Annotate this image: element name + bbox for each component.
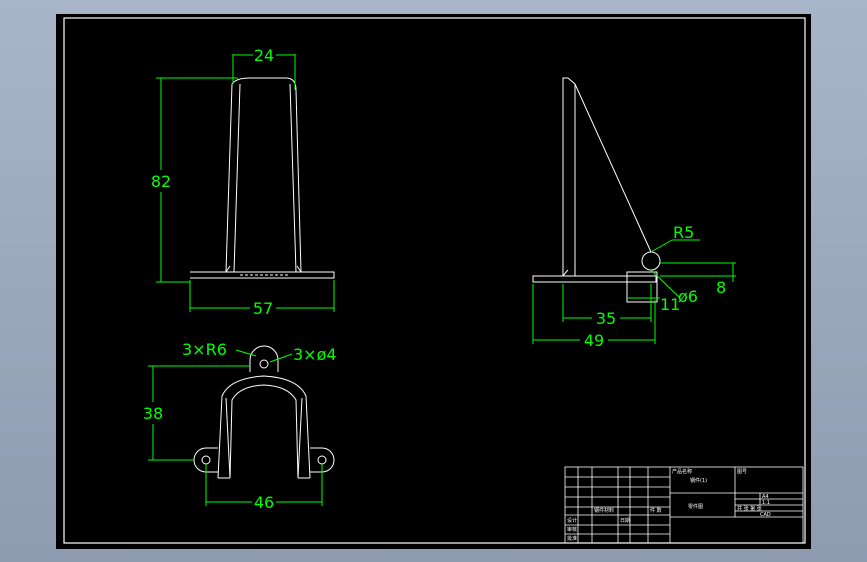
title-block-text: 产品名称 钢件(1) 图号 A4 1:1 共 张 第 张 CAD 零件图 钢件材… [567,468,771,542]
side-view-plate [562,77,576,277]
dim-side-radius: R5 [673,223,694,242]
front-view-base [190,271,335,279]
dim-top-holes: 3×ø4 [293,345,337,364]
dim-top-height: 38 [143,404,163,423]
tb-sheet-info: 共 张 第 张 [737,505,762,512]
tb-sign-label: 设计 [567,517,577,524]
side-view-pin [626,271,658,303]
tb-part-label: 产品名称 [672,468,692,475]
tb-material: 钢件材料 [594,507,614,514]
dim-side-overall: 49 [584,331,604,350]
tb-scale: 1:1 [762,500,770,506]
tb-qty-label: 件 数 [650,507,662,514]
dim-side-hole: ø6 [678,287,698,306]
dim-front-base: 57 [253,299,273,318]
title-block [564,466,804,544]
tb-approve-label: 批准 [567,535,577,542]
front-view-dimensions [156,54,335,312]
tb-note: CAD [760,512,771,518]
dim-side-inner: 35 [596,309,616,328]
front-view-inner-right [289,83,297,273]
dim-side-gap: 8 [716,278,726,297]
tb-sheet-size: A4 [762,494,769,500]
top-view-dimensions [148,349,323,506]
tb-date-label: 日期 [620,518,630,524]
tb-part-name: 钢件(1) [690,477,707,484]
front-view-base-joint [225,265,302,273]
top-view-right-lug [310,447,335,473]
top-view-top-lug [249,345,279,372]
side-view-rib [574,83,652,253]
dim-top-radius: 3×R6 [182,340,227,359]
dim-side-offset: 11 [660,295,680,314]
front-view [190,77,335,279]
top-view-channel-inner [229,384,299,479]
front-view-inner-left [233,83,241,273]
tb-drawing-no-label: 图号 [737,469,747,475]
dim-front-height: 82 [151,172,171,191]
dim-top-spacing: 46 [254,493,274,512]
side-view-base [532,275,657,283]
top-view-channel-outer [217,375,311,479]
front-view-outline [225,77,302,273]
top-view-hole-top [259,359,269,369]
side-view-fillet [562,269,569,277]
drawing-frame [63,17,806,544]
top-view [193,345,335,479]
side-view-dimensions [532,239,736,344]
tb-check-label: 审核 [567,526,577,533]
dim-front-width: 24 [254,46,274,65]
tb-drawing-type: 零件图 [688,503,703,510]
